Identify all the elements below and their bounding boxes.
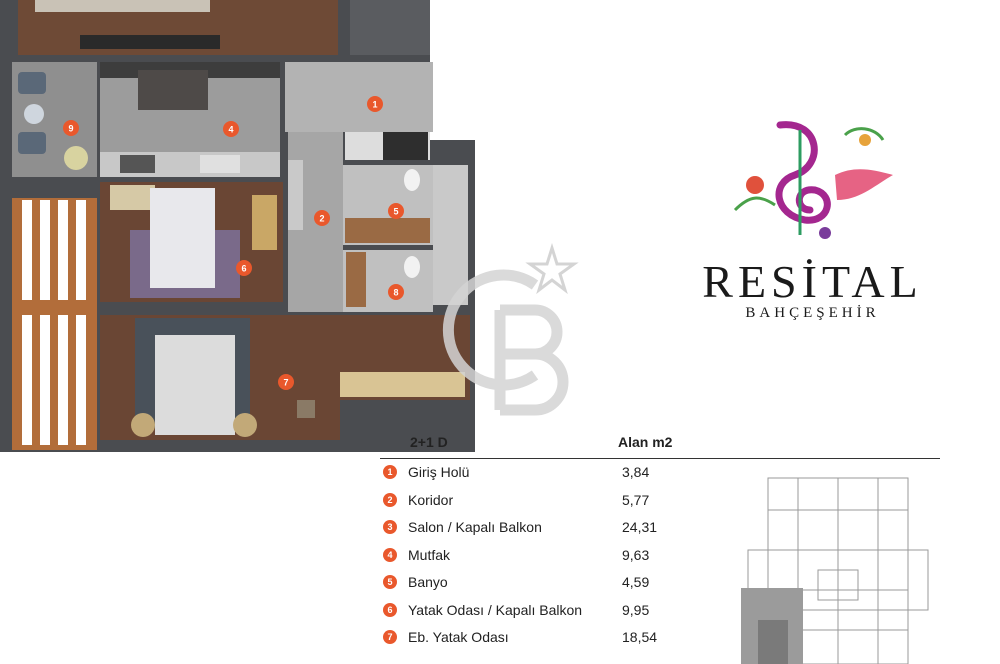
table-header: 2+1 D Alan m2	[380, 428, 940, 459]
svg-text:6: 6	[241, 264, 246, 274]
music-note-bird-floral-icon	[733, 121, 893, 239]
room-area: 3,84	[622, 464, 650, 480]
room-badge-2: 2	[314, 210, 330, 226]
room-number-badge: 7	[383, 630, 397, 644]
area-row: 4 Mutfak 9,63	[380, 542, 940, 570]
room-badge-5: 5	[388, 203, 404, 219]
room-area: 4,59	[622, 574, 650, 590]
area-heading: Alan m2	[618, 434, 673, 450]
tv-unit-shape	[80, 35, 220, 49]
room-number-badge: 2	[383, 492, 397, 507]
svg-text:8: 8	[393, 288, 398, 298]
room-number-badge: 3	[383, 520, 397, 534]
room-name: Giriş Holü	[408, 464, 470, 480]
room-badge-4: 4	[223, 121, 239, 137]
room-badge-9: 9	[63, 120, 79, 136]
area-row: 2 Koridor 5,77	[380, 487, 940, 515]
area-row: 7 Eb. Yatak Odası 18,54	[380, 624, 940, 652]
svg-text:9: 9	[68, 124, 73, 134]
room-area: 24,31	[622, 519, 658, 535]
building-key-plan-icon	[741, 477, 929, 664]
area-row: 6 Yatak Odası / Kapalı Balkon 9,95	[380, 597, 940, 625]
room-area: 5,77	[622, 491, 650, 508]
room-number-badge: 4	[383, 547, 397, 562]
area-row: 3 Salon / Kapalı Balkon 24,31	[380, 514, 940, 542]
apartment-type-heading: 2+1 D	[410, 434, 448, 450]
svg-text:5: 5	[393, 207, 398, 217]
brand-subtitle: BAHÇEŞEHİR	[745, 305, 880, 321]
room-name: Mutfak	[408, 546, 451, 563]
svg-text:2: 2	[319, 214, 324, 224]
floor-plan: 1 2 4 5 6 7 8 9	[0, 0, 480, 455]
brand-block: RESİTAL BAHÇEŞEHİR	[680, 115, 945, 330]
room-badge-8: 8	[388, 284, 404, 300]
area-row: 5 Banyo 4,59	[380, 569, 940, 597]
room-area: 18,54	[622, 629, 658, 645]
room-badge-1: 1	[367, 96, 383, 112]
room-name: Yatak Odası / Kapalı Balkon	[408, 601, 583, 618]
area-row: 1 Giriş Holü 3,84	[380, 459, 940, 487]
room-area: 9,95	[622, 601, 650, 618]
room-area: 9,63	[622, 546, 650, 563]
room-number-badge: 6	[383, 602, 397, 617]
room-name: Banyo	[408, 574, 448, 590]
svg-text:1: 1	[372, 100, 377, 110]
room-number-badge: 5	[383, 575, 397, 589]
room-badge-7: 7	[278, 374, 294, 390]
room-number-badge: 1	[383, 465, 397, 479]
room-name: Salon / Kapalı Balkon	[408, 519, 542, 535]
svg-text:7: 7	[283, 378, 288, 388]
room-name: Koridor	[408, 491, 454, 508]
room-badge-6: 6	[236, 260, 252, 276]
cb-star-watermark-icon	[442, 242, 579, 416]
svg-text:4: 4	[228, 125, 233, 135]
area-table: 2+1 D Alan m2 1 Giriş Holü 3,84 2 Koridor 5,7…	[380, 428, 940, 652]
room-name: Eb. Yatak Odası	[408, 629, 509, 645]
sofa-shape	[35, 0, 210, 12]
brand-name: RESİTAL	[702, 256, 923, 307]
